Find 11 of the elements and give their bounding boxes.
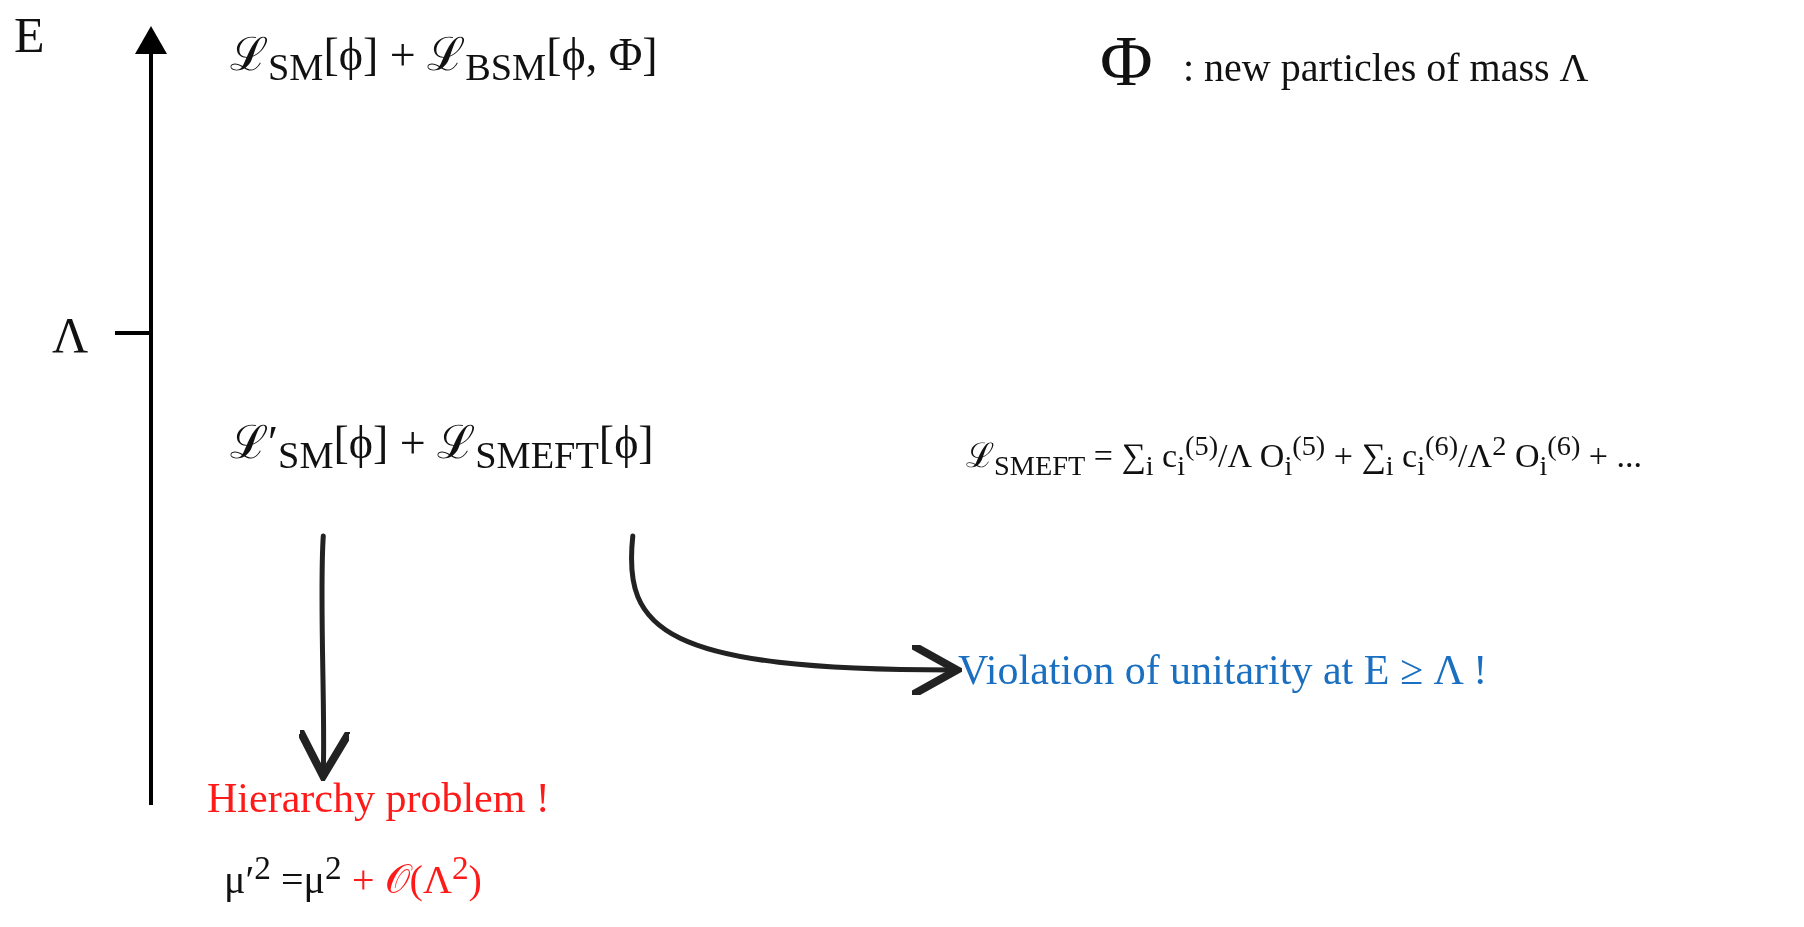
tick-label: Λ — [52, 308, 89, 363]
formula: ℒ$_{SMEFT}$ = ∑$_{i}$ c$_{i}$$^{(5)}$/Λ O$_{i}$$^{(5)}$ + ∑$_{i}$ c$_{i}$$^{(6)}$/Λ$^{2}$ O$_{i}$$^{(6)}$ + ... — [966, 430, 1643, 482]
axis-label: E — [14, 8, 45, 63]
formula: μ′$^{2}$ =μ$^{2}$ — [224, 850, 342, 903]
symbol: Φ — [1100, 22, 1153, 102]
problem-text: Hierarchy problem ! — [207, 775, 550, 822]
formula: ℒ$_{SM}$[ϕ] + ℒ$_{BSM}$[ϕ, Φ] — [230, 30, 658, 89]
formula: + 𝒪(Λ$^{2}$) — [352, 850, 482, 903]
definition-text: : new particles of mass Λ — [1183, 46, 1589, 90]
consequence-text: Violation of unitarity at E ≥ Λ ! — [958, 647, 1488, 694]
formula: ℒ′$_{SM}$[ϕ] + ℒ$_{SMEFT}$[ϕ] — [230, 418, 654, 477]
